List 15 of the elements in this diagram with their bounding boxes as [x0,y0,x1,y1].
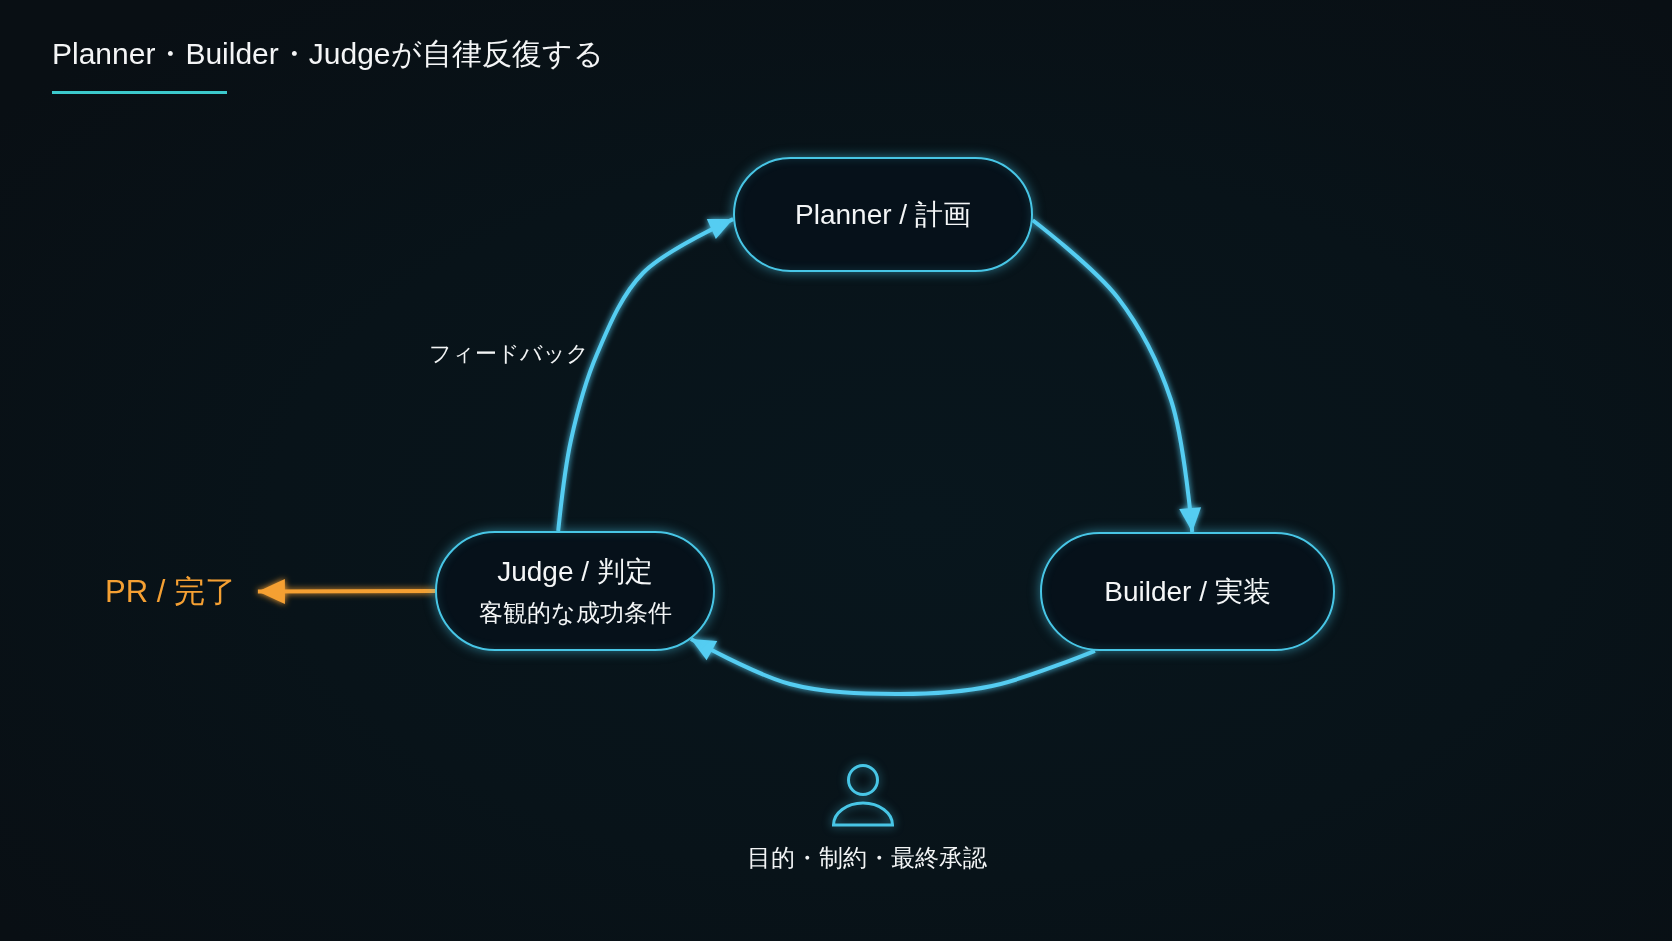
title: Planner・Builder・Judgeが自律反復する [52,36,604,72]
edge-label: フィードバック [429,341,589,367]
process-node [733,157,1033,272]
end-label: PR / 完了 [105,573,236,610]
process-node [1040,532,1335,651]
arrow [1031,218,1202,533]
node-title: Planner / 計画 [795,197,971,232]
node-title: Builder / 実装 [1104,574,1271,609]
arrow [556,217,735,532]
note-text: 目的・制約・最終承認 [747,843,987,873]
arrow [257,578,435,604]
process-node [435,531,715,651]
arrow [689,637,1096,696]
node-subtitle: 客観的な成功条件 [478,598,672,628]
node-title: Judge / 判定 [497,555,653,589]
